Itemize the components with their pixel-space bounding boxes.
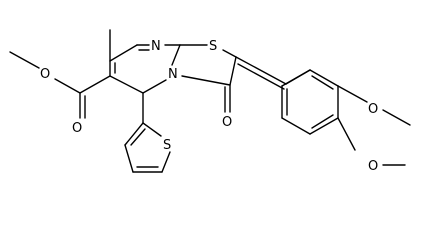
atom-o-ketone: O: [222, 115, 232, 130]
bond-c8a-n4: [171, 44, 181, 66]
bond-n4-c5: [142, 79, 167, 94]
atom-o-ester-single: O: [40, 67, 50, 82]
bond-c2-ch-double: [237, 63, 285, 90]
bond-th-s-c5: [161, 151, 171, 173]
bond-ester-c-o-single: [54, 78, 81, 94]
atom-s-thiazole: S: [209, 39, 217, 54]
bond-c2-c3: [229, 56, 237, 86]
bond-c7-c8: [109, 44, 138, 62]
bond-o-meta-methyl: [382, 109, 411, 126]
bond-c3-n4: [181, 75, 231, 86]
bond-ar2-o-meta: [337, 85, 368, 103]
bond-ar4-ar5: [281, 117, 311, 135]
bond-ar6-ar1: [281, 69, 311, 87]
bond-c2-ch: [235, 56, 287, 85]
atom-n-bridge: N: [151, 39, 161, 54]
bond-ar-inner-2: [311, 114, 334, 129]
bond-c5-c6: [109, 75, 144, 94]
bond-ar3-ar4: [309, 117, 339, 135]
atom-o-methoxy-meta: O: [368, 102, 378, 117]
bond-th-c4-c3: [124, 144, 134, 173]
bond-th-c3-c2: [124, 122, 144, 146]
bond-c6-ester-c: [79, 75, 111, 94]
atom-o-ester-double: O: [72, 121, 82, 136]
bond-ar3-o-para: [337, 117, 356, 151]
atom-s-thiophene: S: [163, 138, 171, 153]
bond-ar-inner-1: [311, 75, 334, 90]
bond-th-inner-2: [130, 128, 146, 146]
bond-th-c2-s: [142, 122, 162, 137]
bond-ar1-ar2: [309, 69, 339, 87]
atom-n-ring: N: [168, 67, 178, 82]
structure-canvas: N N S O O O O O S: [9, 29, 411, 174]
bond-o-single-methyl: [9, 51, 40, 69]
atom-o-methoxy-para: O: [368, 159, 378, 174]
bond-s1-c2: [222, 49, 237, 58]
molecule-diagram: N N S O O O O O S: [9, 29, 411, 174]
